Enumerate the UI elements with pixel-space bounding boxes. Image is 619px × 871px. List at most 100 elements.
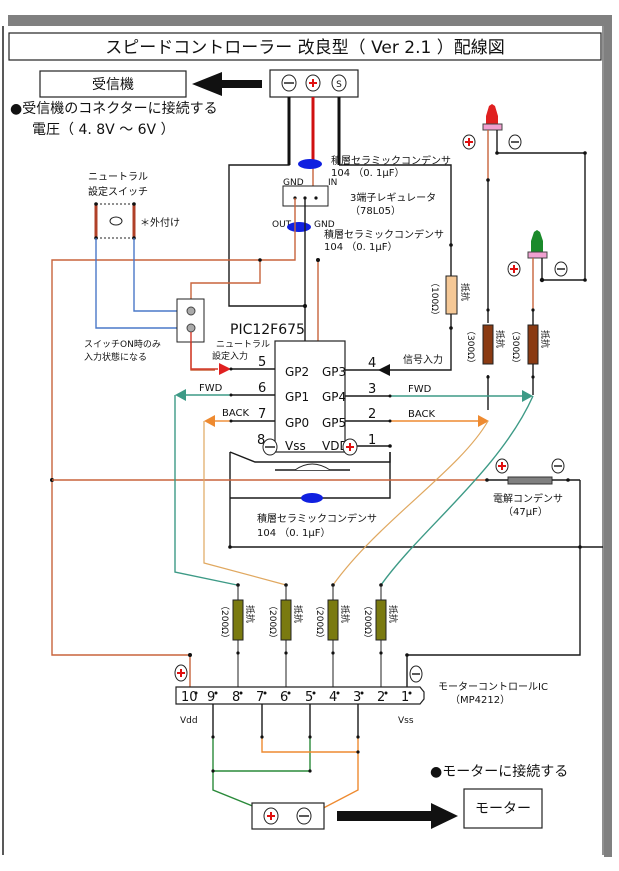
switch-on-note-line1: スイッチON時のみ <box>84 339 161 350</box>
led-red-base <box>482 123 503 131</box>
switch-terminal-1 <box>186 306 196 316</box>
reg-pin-gnd: GND <box>283 178 304 188</box>
resistor-led-red <box>482 324 494 365</box>
motor-resistor-4-value: （200Ω） <box>362 601 373 643</box>
wire-signal <box>339 164 452 371</box>
motor-ic-pin-2: 2 <box>377 690 385 705</box>
pic-bottom-arc <box>294 463 331 471</box>
motor-connector <box>251 802 325 830</box>
motor-label: モーター <box>475 801 531 817</box>
neutral-switch-external-note: ＊外付け <box>140 216 180 229</box>
motor-ic-pin-1: 1 <box>401 690 409 705</box>
wire-motor-minus <box>309 737 359 816</box>
motor-ic-pin-dot <box>287 691 291 695</box>
reg-pin-out: OUT <box>272 220 292 230</box>
neutral-switch-title-line2: 設定スイッチ <box>88 185 148 198</box>
connector-plus-icon <box>305 74 321 92</box>
wire-motor-plus <box>212 737 271 814</box>
pic-pin8-num: 8 <box>257 433 265 448</box>
svg-text:S: S <box>336 80 342 90</box>
electrolytic-line1: 電解コンデンサ <box>493 492 563 505</box>
led-green <box>531 230 543 252</box>
wire-switch-b <box>133 238 191 312</box>
motor-resistor-1 <box>232 583 244 690</box>
motor-ic-minus-icon <box>409 665 423 683</box>
resistor-led-red-word: 抵抗 <box>494 330 506 348</box>
pic-signal-input: 信号入力 <box>403 353 443 366</box>
motor-resistor-1-word: 抵抗 <box>244 605 256 623</box>
resistor-led-red-value: （300Ω） <box>465 326 476 368</box>
motor-ic-pin-dot <box>263 691 267 695</box>
resistor-led-green-value: （300Ω） <box>510 326 521 368</box>
electrolytic-cap <box>507 476 553 485</box>
wire-gnd-to-ic <box>406 546 603 690</box>
connector-minus-icon <box>281 74 297 92</box>
motor-ic-pin-dot <box>384 691 388 695</box>
ceramic-mid-line2: 104 （0. 1μF） <box>324 241 397 253</box>
title-box <box>8 32 602 61</box>
ceramic-bottom-line2: 104 （0. 1μF） <box>257 527 330 539</box>
wire-neutral-input <box>190 332 218 370</box>
motor-ic-pin-dot <box>239 691 243 695</box>
motor-resistor-2-value: （200Ω） <box>267 601 278 643</box>
pic-pin2-num: 2 <box>368 407 376 422</box>
ceramic-mid-line1: 積層セラミックコンデンサ <box>324 228 444 241</box>
receiver-note-line2: 電圧（ 4. 8V ～ 6V ） <box>32 122 175 138</box>
receiver-box <box>39 70 187 98</box>
ceramic-top-line1: 積層セラミックコンデンサ <box>331 154 451 167</box>
resistor-signal-word: 抵抗 <box>459 283 471 301</box>
motor-resistor-2-word: 抵抗 <box>292 605 304 623</box>
motor-ic-pin-3: 3 <box>353 690 361 705</box>
pic-pin2-name: GP5 <box>322 416 346 430</box>
pic-pin1-num: 1 <box>368 433 376 448</box>
pic-vss-minus-icon <box>262 438 278 456</box>
connector-signal-icon: S <box>331 74 347 92</box>
motor-resistor-1-value: （200Ω） <box>219 601 230 643</box>
led-green-base <box>527 251 548 259</box>
back-left-arrow-icon <box>204 415 215 427</box>
motor-box <box>463 788 543 829</box>
arrow-to-receiver-icon <box>192 72 262 96</box>
pic-bypass-trapezoid <box>229 451 391 463</box>
title: スピードコントローラー 改良型（ Ver 2.1 ）配線図 <box>105 38 504 58</box>
motor-note: ●モーターに接続する <box>430 763 568 780</box>
motor-resistor-3-value: （200Ω） <box>314 601 325 643</box>
pic-pin3-name: GP4 <box>322 390 346 404</box>
led-red-minus-icon <box>508 134 522 150</box>
motor-resistor-4-word: 抵抗 <box>387 605 399 623</box>
led-red-plus-icon <box>462 134 476 150</box>
pic-pin1-name: VDD <box>322 439 349 453</box>
receiver-label: 受信機 <box>92 77 134 93</box>
motor-ic-pin-dot <box>312 691 316 695</box>
led-red <box>486 104 498 124</box>
wire-led-red-cathode <box>496 130 586 280</box>
fwd-left-label: FWD <box>199 383 223 394</box>
motor-ic-pin-dot <box>214 691 218 695</box>
receiver-note-line1: ●受信機のコネクターに接続する <box>10 100 218 117</box>
reg-pin-in: IN <box>328 178 337 188</box>
motor-ic-vdd: Vdd <box>180 716 198 726</box>
resistor-signal-value: （100Ω） <box>429 278 440 320</box>
motor-ic-pin-dot <box>194 691 198 695</box>
motor-ic-pin-8: 8 <box>232 690 240 705</box>
regulator-label-line1: 3端子レギュレータ <box>350 191 436 204</box>
motor-ic-pin-9: 9 <box>207 690 215 705</box>
motor-ic-vss: Vss <box>398 716 414 726</box>
neutral-switch-button[interactable] <box>109 216 123 226</box>
wire-fwd-left-down <box>174 395 238 586</box>
motor-ic-pin-dot <box>336 691 340 695</box>
ceramic-bottom-line1: 積層セラミックコンデンサ <box>257 512 377 525</box>
motor-resistor-3 <box>327 583 339 690</box>
motor-ic-pin-4: 4 <box>329 690 337 705</box>
motor-ic-pin-7: 7 <box>256 690 264 705</box>
fwd-right-label: FWD <box>408 384 432 395</box>
neutral-input-arrow-icon <box>219 363 231 375</box>
motor-resistor-2 <box>280 583 292 690</box>
motor-ic-pin-6: 6 <box>280 690 288 705</box>
pic-pin8-name: Vss <box>285 439 306 453</box>
wire-bottom-cap-rail <box>230 452 391 499</box>
fwd-left-arrow-icon <box>175 389 186 401</box>
reg-pin-gnd2: GND <box>314 220 335 230</box>
ecap-plus-icon <box>495 458 509 474</box>
